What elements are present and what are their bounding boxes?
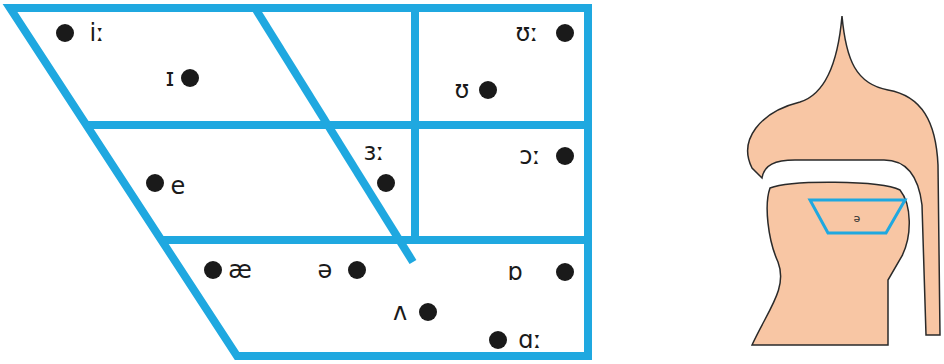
vowel-dot (556, 24, 574, 42)
vowel-dot (348, 261, 366, 279)
vowel-symbol: ʌ (393, 300, 407, 324)
grid-line (161, 236, 588, 244)
vowel-dot (204, 261, 222, 279)
vowel-symbol: ʊː (516, 21, 539, 45)
vowel-dot (556, 147, 574, 165)
grid-line (86, 121, 588, 129)
head-lower (752, 182, 909, 345)
vowel-symbol: ə (318, 258, 333, 282)
vowel-symbol: ɔː (519, 144, 540, 168)
vowel-dot (489, 331, 507, 349)
vowel-symbol: iː (90, 21, 105, 45)
chart-outline (10, 8, 588, 356)
vowel-dot (479, 81, 497, 99)
vowel-dot (556, 263, 574, 281)
grid-line (255, 8, 413, 262)
vowel-symbol: ə (854, 213, 861, 224)
vowel-dot (419, 303, 437, 321)
vowel-dot (56, 24, 74, 42)
vowel-symbol: ʊ (455, 78, 470, 102)
vowel-dot (146, 174, 164, 192)
vowel-symbol: ɑː (518, 328, 541, 352)
vowel-symbol: ɪ (166, 66, 175, 90)
vowel-space (810, 200, 905, 233)
vowel-symbol: æ (228, 258, 252, 282)
vowel-symbol: e (171, 174, 186, 198)
grid-line (411, 8, 419, 240)
vowel-symbol: ɜː (364, 140, 385, 164)
vowel-dot (181, 69, 199, 87)
vowel-dot (377, 174, 395, 192)
vowel-symbol: ɒ (507, 260, 522, 284)
